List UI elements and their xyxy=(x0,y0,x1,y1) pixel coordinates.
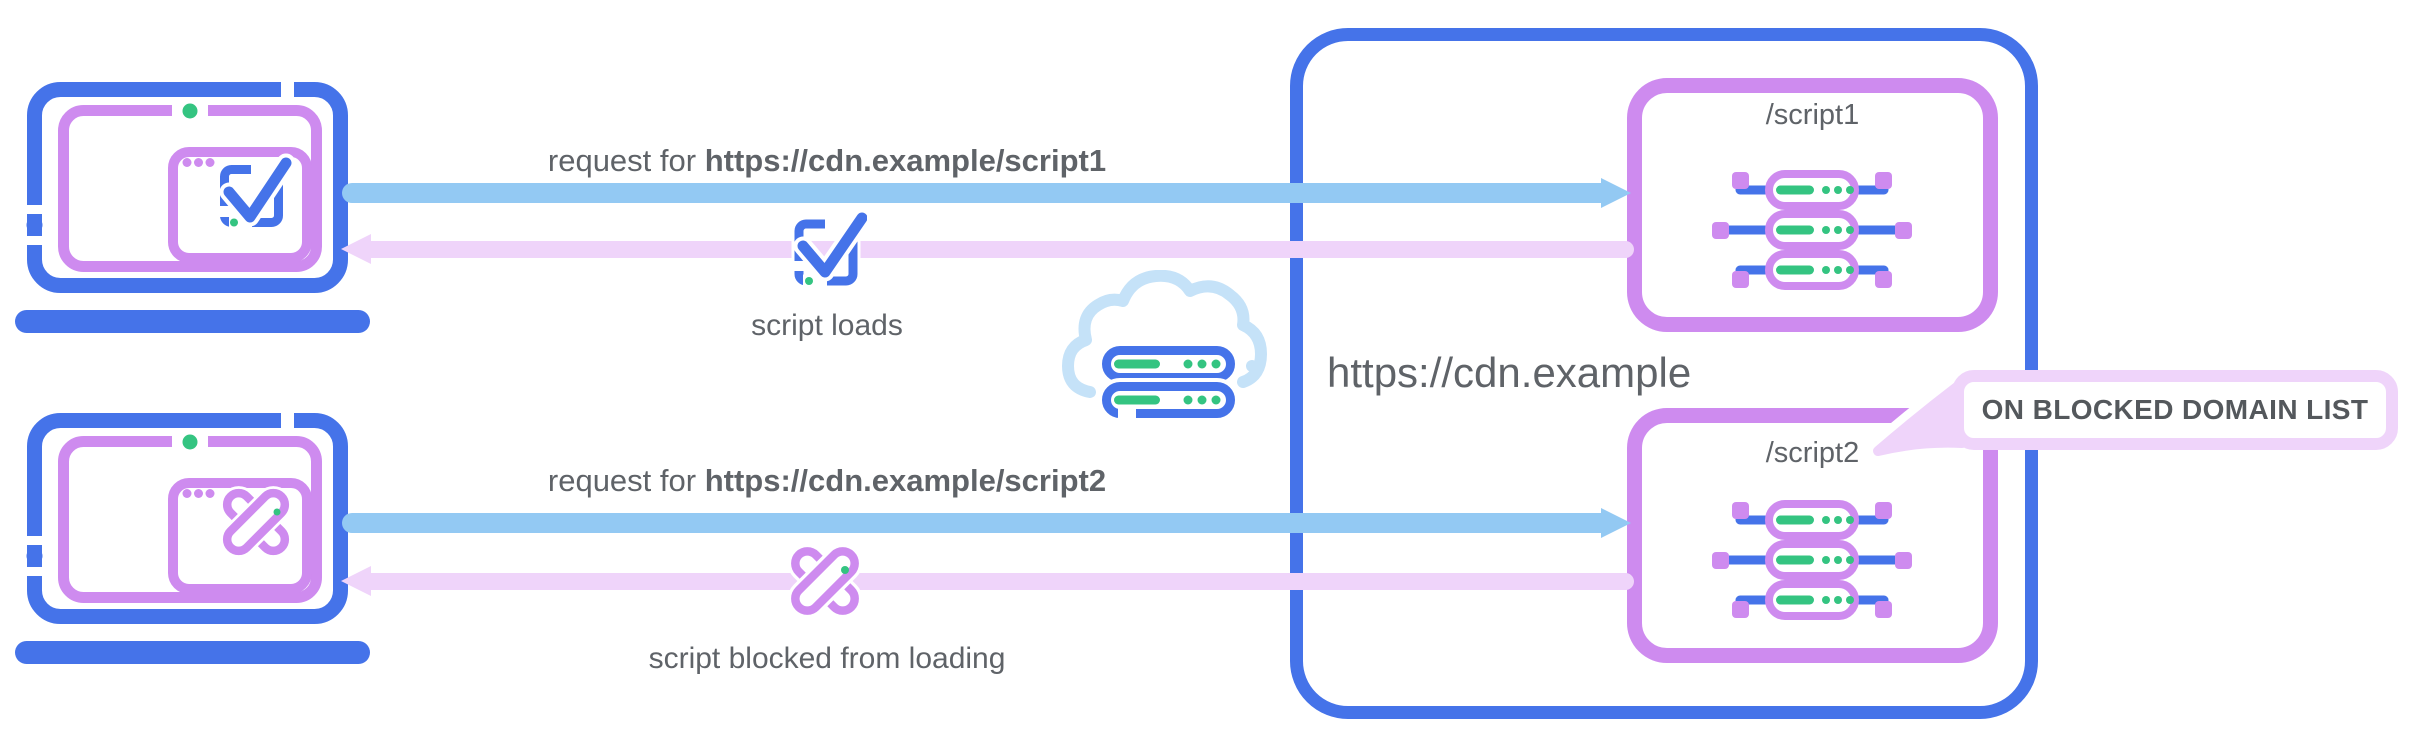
cloud-server-bars xyxy=(1098,342,1239,422)
laptop-base xyxy=(15,641,370,664)
response-arrowhead-script2 xyxy=(341,566,371,596)
cloud-dot xyxy=(1246,360,1258,372)
request-arrowhead-script2 xyxy=(1601,508,1631,538)
status-label-script1: script loads xyxy=(751,309,903,342)
server-bars xyxy=(1765,170,1859,290)
request-prefix: request for xyxy=(547,143,705,178)
laptop-blocked-icon xyxy=(15,412,370,664)
server-nodes xyxy=(1712,172,1912,288)
server-nodes xyxy=(1712,502,1912,618)
frame-dot xyxy=(26,217,43,233)
blocked-cross-icon xyxy=(787,543,863,619)
green-status-dot xyxy=(182,103,198,119)
endpoint-label-script1: /script1 xyxy=(1765,99,1860,131)
callout-text: ON BLOCKED DOMAIN LIST xyxy=(1981,394,2369,425)
server-bars xyxy=(1765,500,1859,620)
blocked-domain-callout: ON BLOCKED DOMAIN LIST xyxy=(1952,370,2398,450)
response-arrow-script2 xyxy=(370,573,1634,590)
response-arrowhead-script1 xyxy=(341,234,371,264)
laptop-base xyxy=(15,310,370,333)
cloud-server-icon xyxy=(1062,270,1267,422)
status-label-script2: script blocked from loading xyxy=(648,642,1006,675)
response-arrow-script1 xyxy=(370,241,1634,258)
request-prefix: request for xyxy=(547,463,705,498)
cdn-domain-title: https://cdn.example xyxy=(1327,349,1692,396)
browser-screen xyxy=(58,434,322,603)
request-url: https://cdn.example/script1 xyxy=(704,143,1107,178)
request-url: https://cdn.example/script2 xyxy=(704,463,1107,498)
callout-tail xyxy=(1865,375,1972,464)
frame-dot xyxy=(26,548,43,564)
cross-window-icon xyxy=(220,486,292,558)
green-status-dot xyxy=(182,434,198,450)
checkmark-icon xyxy=(791,209,867,287)
browser-screen xyxy=(58,103,322,272)
request-arrowhead-script1 xyxy=(1601,178,1631,208)
checkmark-window-icon xyxy=(218,153,296,229)
request-label-script2: request for https://cdn.example/script2 xyxy=(327,464,1327,498)
request-arrow-script2 xyxy=(342,513,1601,533)
server-rack-icon-script2 xyxy=(1712,500,1912,620)
endpoint-label-script2: /script2 xyxy=(1765,437,1860,469)
request-label-script1: request for https://cdn.example/script1 xyxy=(327,144,1327,178)
server-rack-icon-script1 xyxy=(1712,170,1912,290)
request-arrow-script1 xyxy=(342,183,1601,203)
laptop-allowed-icon xyxy=(15,81,370,333)
